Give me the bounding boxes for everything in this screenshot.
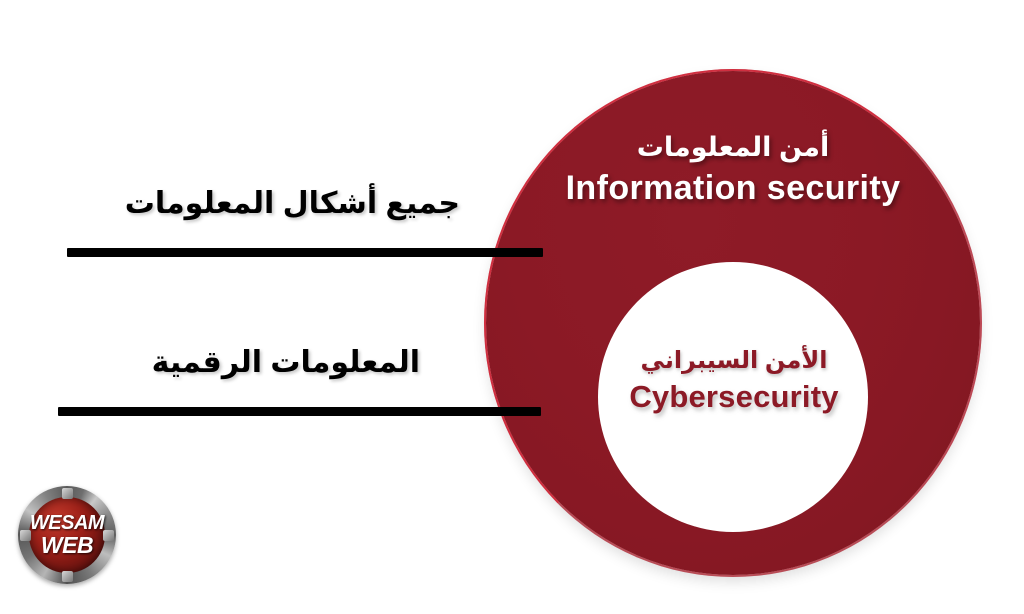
callout-digital-information: المعلومات الرقمية xyxy=(55,345,545,425)
callout-leader-line-bottom xyxy=(58,407,541,416)
callout-label-all-forms-of-information: جميع أشكال المعلومات xyxy=(124,187,460,220)
callout-all-forms-of-information: جميع أشكال المعلومات xyxy=(60,186,543,266)
wesam-web-logo: WESAM WEB xyxy=(18,486,116,584)
callout-label-digital-information: المعلومات الرقمية xyxy=(151,346,420,379)
callout-leader-line-top xyxy=(67,248,543,257)
logo-notch-top-icon xyxy=(61,488,73,499)
cybersecurity-circle xyxy=(598,262,868,532)
logo-notch-left-icon xyxy=(20,529,31,541)
logo-notch-right-icon xyxy=(103,529,114,541)
logo-disc xyxy=(29,497,105,573)
logo-notch-bottom-icon xyxy=(61,571,73,582)
